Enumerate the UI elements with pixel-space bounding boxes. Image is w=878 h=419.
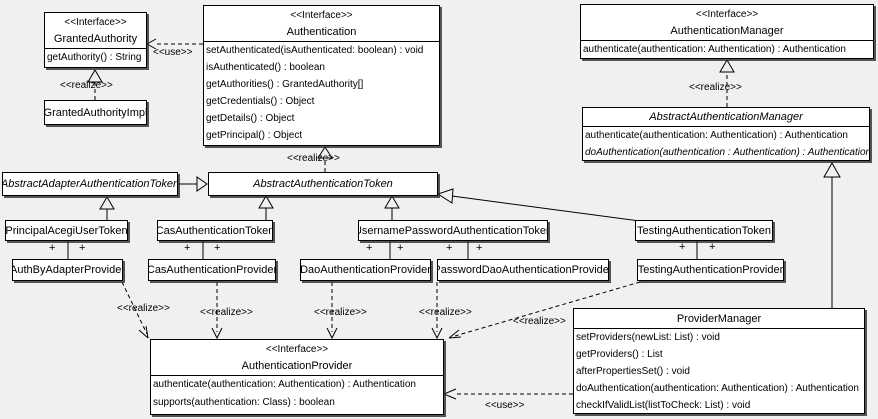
class-name: PasswordDaoAuthenticationProvider [437, 264, 609, 276]
class-stereotype: <<Interface>> [64, 17, 127, 28]
class-method: getCredentials() : Object [206, 96, 315, 107]
class-name: CasAuthenticationToken [157, 224, 273, 237]
use-stereotype-label: <<use>> [485, 400, 525, 411]
class-method: setProviders(newList: List) : void [576, 332, 720, 343]
class-abstract-adapter-authentication-token: AbstractAdapterAuthenticationToken [2, 172, 178, 196]
association-plus-marker: + [214, 242, 221, 254]
realize-stereotype-label: <<realize>> [200, 307, 253, 318]
class-method: getAuthority() : String [47, 52, 142, 63]
class-password-dao-authentication-provider: PasswordDaoAuthenticationProvider [437, 259, 609, 281]
class-name: ProviderManager [676, 313, 762, 325]
realize-stereotype-label: <<realize>> [314, 307, 367, 318]
class-name: AbstractAuthenticationManager [649, 111, 803, 123]
edge-gen-adapter-token-to-abstract-token [178, 176, 208, 192]
class-method: checkIfValidList(listToCheck: List) : vo… [576, 400, 751, 411]
class-method: authenticate(authentication: Authenticat… [585, 130, 848, 141]
class-method: supports(authentication: Class) : boolea… [153, 397, 335, 408]
class-authentication-provider: <<Interface>> AuthenticationProvider aut… [150, 339, 444, 415]
class-method: doAuthentication(authentication : Authen… [585, 147, 869, 158]
association-plus-marker: + [49, 242, 56, 254]
class-principal-acegi-user-token: PrincipalAcegiUserToken [5, 220, 128, 241]
edge-gen-testing-token-to-abstract-token [436, 188, 641, 222]
edge-gen-principal-to-adapter-token [99, 196, 115, 220]
edge-gen-upt-token-to-abstract-token [384, 195, 400, 220]
class-name: AuthenticationProvider [241, 360, 353, 372]
class-stereotype: <<Interface>> [265, 344, 329, 355]
edge-gen-providermanager-to-abstract-manager [823, 161, 841, 308]
class-name: Authentication [286, 26, 357, 38]
class-name: AuthenticationManager [670, 25, 784, 37]
association-plus-marker: + [476, 242, 483, 254]
class-name: UsernamePasswordAuthenticationToken [358, 224, 548, 237]
realize-stereotype-label: <<realize>> [689, 82, 742, 93]
class-method: authenticate(authentication: Authenticat… [153, 379, 416, 390]
class-granted-authority-impl: GrantedAuthorityImpl [44, 100, 147, 125]
class-stereotype: <<Interface>> [695, 9, 759, 20]
association-plus-marker: + [184, 242, 191, 254]
class-testing-authentication-token: TestingAuthenticationToken [635, 220, 773, 241]
class-name: GrantedAuthority [53, 33, 138, 45]
realize-stereotype-label: <<realize>> [419, 307, 472, 318]
use-stereotype-label: <<use>> [153, 47, 193, 58]
class-granted-authority: <<Interface>> GrantedAuthority getAuthor… [44, 12, 147, 68]
class-name: AbstractAuthenticationToken [253, 178, 393, 190]
class-name: DaoAuthenticationProvider [300, 264, 431, 276]
realize-stereotype-label: <<realize>> [117, 303, 170, 314]
class-stereotype: <<Interface>> [290, 10, 353, 21]
realize-stereotype-label: <<realize>> [287, 153, 340, 164]
class-dao-authentication-provider: DaoAuthenticationProvider [300, 259, 431, 281]
class-provider-manager: ProviderManager setProviders(newList: Li… [573, 308, 865, 414]
class-method: isAuthenticated() : boolean [206, 62, 325, 73]
class-abstract-authentication-manager: AbstractAuthenticationManager authentica… [582, 107, 870, 161]
class-name: TestingAuthenticationProvider [637, 264, 784, 276]
class-name: CasAuthenticationProvider [148, 264, 276, 276]
class-name: AbstractAdapterAuthenticationToken [2, 178, 178, 190]
class-cas-authentication-token: CasAuthenticationToken [157, 220, 273, 241]
association-plus-marker: + [79, 242, 86, 254]
association-plus-marker: + [446, 242, 453, 254]
association-plus-marker: + [366, 242, 373, 254]
class-method: getAuthorities() : GrantedAuthority[] [206, 79, 364, 90]
class-testing-authentication-provider: TestingAuthenticationProvider [637, 259, 784, 281]
class-name: TestingAuthenticationToken [637, 224, 771, 237]
class-auth-by-adapter-provider: AuthByAdapterProvider [12, 259, 123, 281]
class-method: getPrincipal() : Object [206, 130, 303, 141]
association-plus-marker: + [709, 241, 716, 253]
class-authentication-manager: <<Interface>> AuthenticationManager auth… [580, 4, 874, 59]
realize-stereotype-label: <<realize>> [60, 80, 113, 91]
edge-gen-cas-token-to-abstract-token [258, 195, 274, 220]
class-method: setAuthenticated(isAuthenticated: boolea… [206, 45, 424, 56]
class-abstract-authentication-token: AbstractAuthenticationToken [208, 172, 438, 196]
realize-stereotype-label: <<realize>> [513, 316, 566, 327]
edge-use-providermanager-authprovider [442, 388, 573, 400]
association-plus-marker: + [397, 242, 404, 254]
association-plus-marker: + [679, 241, 686, 253]
class-cas-authentication-provider: CasAuthenticationProvider [148, 259, 276, 281]
class-name: GrantedAuthorityImpl [44, 106, 147, 119]
class-username-password-authentication-token: UsernamePasswordAuthenticationToken [358, 220, 548, 241]
class-method: authenticate(authentication: Authenticat… [583, 44, 846, 55]
class-method: afterPropertiesSet() : void [576, 366, 690, 377]
class-name: PrincipalAcegiUserToken [5, 224, 128, 237]
class-method: doAuthentication(authentication: Authent… [576, 383, 859, 394]
class-method: getProviders() : List [576, 349, 663, 360]
class-authentication: <<Interface>> Authentication setAuthenti… [203, 5, 440, 146]
class-method: getDetails() : Object [206, 113, 295, 124]
class-name: AuthByAdapterProvider [12, 264, 123, 276]
